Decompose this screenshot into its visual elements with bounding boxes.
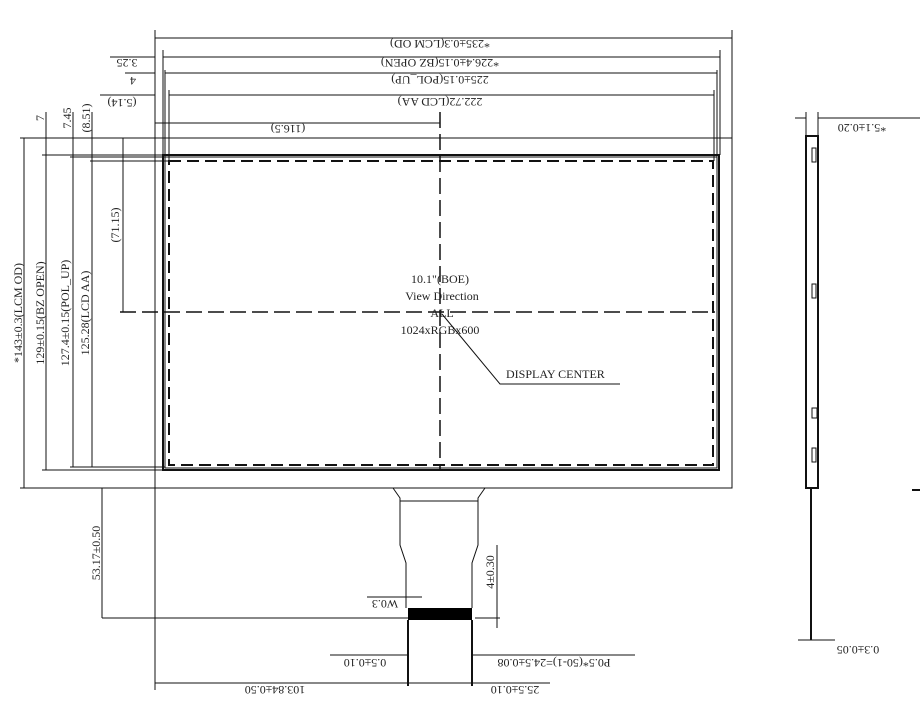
lcm-outline [154, 137, 733, 489]
label-lcd-aa-height: 125.28(LCD AA) [78, 271, 92, 356]
label-bz-open-width: *226.4±0.15(BZ OPEN) [381, 56, 499, 70]
bezel-opening [162, 154, 720, 471]
left-dimensions: *143±0.3(LCM OD) 129±0.15(BZ OPEN) 127.4… [11, 104, 169, 489]
label-lcm-od-width: *235±0.3(LCM OD) [390, 37, 490, 51]
fpc-contact-pads [408, 608, 472, 620]
label-left-offset: 103.84±0.50 [245, 683, 306, 697]
side-view: *5.1±0.20 0.3±0.05 [795, 112, 920, 657]
center-notes: 10.1"(BOE) View Direction ALL 1024xRGBx6… [401, 272, 620, 385]
label-offset-3-25: 3.25 [117, 56, 138, 70]
label-fpc-length: 53.17±0.50 [89, 526, 103, 581]
label-panel-size: 10.1"(BOE) [411, 272, 469, 286]
label-offset-5-14: (5.14) [108, 96, 137, 110]
label-center-y: (71.15) [108, 208, 122, 243]
label-offset-4: 4 [130, 74, 136, 88]
label-resolution: 1024xRGBx600 [401, 323, 480, 337]
label-pol-up-height: 127.4±0.15(POL_UP) [58, 260, 72, 367]
label-center-x: (116.5) [271, 122, 306, 136]
label-view-all: ALL [430, 306, 453, 320]
label-fpc-thickness: 0.3±0.05 [837, 643, 880, 657]
label-width-w: W0.3 [372, 597, 398, 611]
label-thickness: *5.1±0.20 [838, 121, 887, 135]
top-dimensions: *235±0.3(LCM OD) *226.4±0.15(BZ OPEN) 22… [100, 30, 733, 161]
active-area [168, 160, 714, 466]
label-contact-length: 4±0.30 [483, 555, 497, 589]
label-lcd-aa-width: 222.72(LCD AA) [398, 95, 483, 109]
label-lcm-od-height: *143±0.3(LCM OD) [11, 263, 25, 363]
label-offset-8-51: (8.51) [79, 104, 93, 133]
label-offset-7-45: 7.45 [60, 108, 74, 129]
label-offset-7: 7 [33, 115, 47, 121]
label-view-direction: View Direction [405, 289, 479, 303]
display-center-leader [441, 313, 620, 385]
front-view [120, 112, 733, 489]
label-pitch: P0.5*(50-1)=24.5±0.08 [497, 656, 610, 670]
label-fpc-width: 25.5±0.10 [491, 683, 540, 697]
label-pin-width: 0.5±0.10 [344, 656, 387, 670]
label-bz-open-height: 129±0.15(BZ OPEN) [33, 261, 47, 364]
label-pol-up-width: 225±0.15(POL_UP) [391, 73, 489, 87]
label-display-center: DISPLAY CENTER [506, 367, 605, 381]
fpc: 53.17±0.50 4±0.30 W0.3 0.5±0.10 P0.5*(50… [89, 487, 635, 697]
